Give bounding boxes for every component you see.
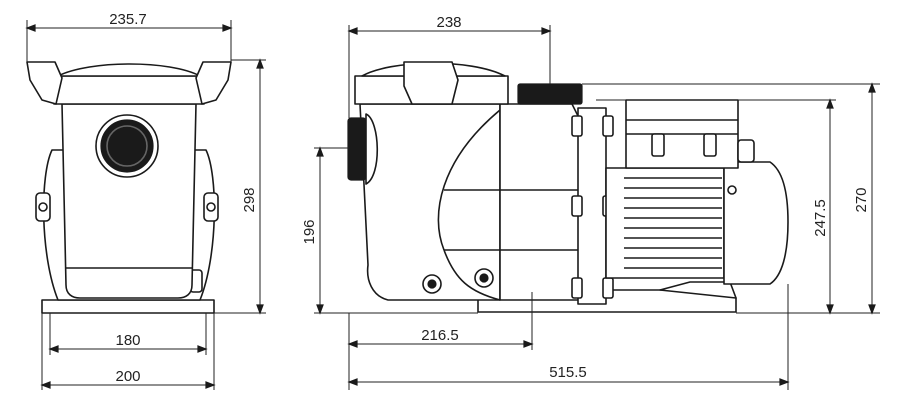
- front-left-lug-bolt: [38, 202, 48, 212]
- dim-side-total-height: 270: [853, 187, 870, 212]
- dim-front-base-inner: 180: [115, 332, 140, 349]
- side-motor-body: [605, 167, 725, 279]
- front-lid-handle-right: [195, 61, 232, 105]
- dim-side-inlet-height: 196: [301, 219, 318, 244]
- side-outlet-port: [517, 83, 583, 105]
- side-strainer-housing: [359, 103, 501, 301]
- front-lid-handle-left: [26, 61, 63, 105]
- dim-side-top-width: 238: [436, 14, 461, 31]
- side-volute: [499, 103, 581, 301]
- front-right-lug-bolt: [206, 202, 216, 212]
- dim-front-height: 298: [241, 187, 258, 212]
- side-lid-handle: [403, 61, 459, 105]
- side-inlet-flange: [347, 117, 367, 181]
- dimension-labels: 235.7 298 180 200 238 196 216.5 515.5 24…: [109, 11, 870, 385]
- front-right-lug: [203, 192, 219, 222]
- front-strainer-body: [61, 103, 197, 299]
- dim-front-top-width: 235.7: [109, 11, 147, 28]
- front-base-plate: [41, 299, 215, 314]
- dim-side-outlet-offset: 216.5: [421, 327, 459, 344]
- dim-side-motor-height: 247.5: [812, 199, 829, 237]
- side-motor-fins: [624, 177, 722, 269]
- front-inlet-port-outer: [95, 114, 159, 178]
- dimension-lines: [25, 20, 880, 390]
- front-view: [26, 61, 232, 314]
- dim-side-total-length: 515.5: [549, 364, 587, 381]
- side-fan-cover: [723, 161, 789, 285]
- dim-front-base-outer: 200: [115, 368, 140, 385]
- front-inlet-port: [100, 119, 154, 173]
- front-left-lug: [35, 192, 51, 222]
- side-view: [347, 61, 789, 313]
- front-lid: [53, 75, 205, 105]
